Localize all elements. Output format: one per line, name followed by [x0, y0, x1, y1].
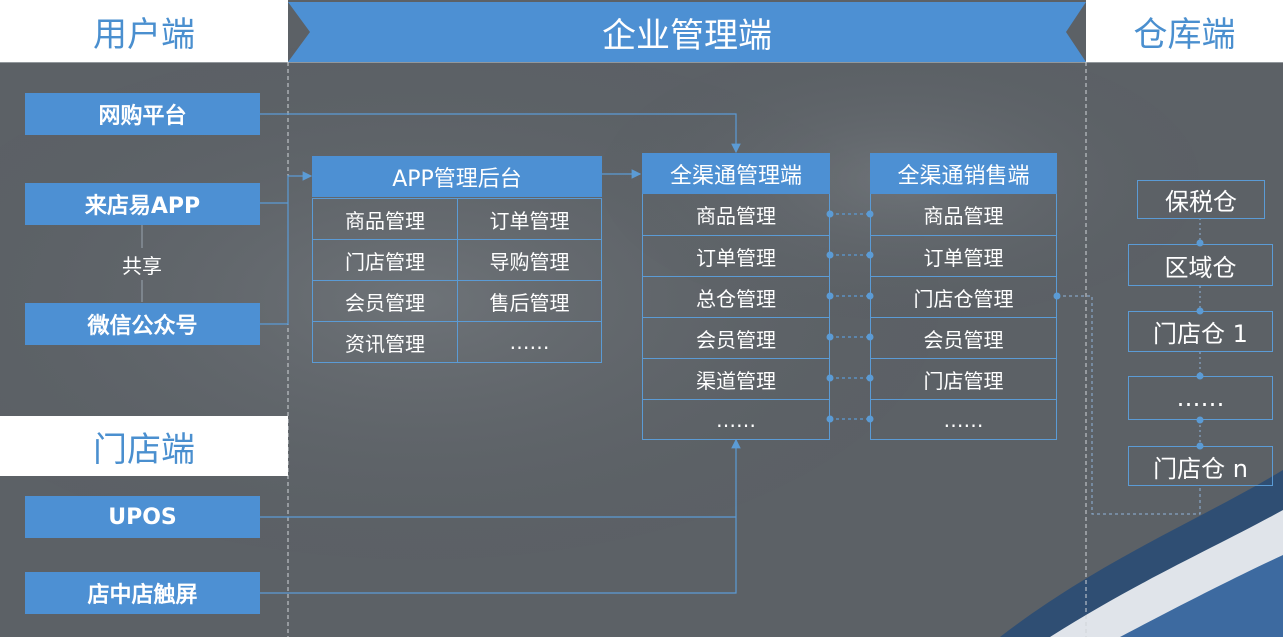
omni-sales-title: 全渠通销售端 [870, 153, 1057, 194]
cell-text: …… [509, 330, 550, 354]
share-label: 共享 [92, 248, 192, 280]
warehouse-label: 门店仓 1 [1153, 320, 1248, 348]
source-label: 店中店触屏 [87, 583, 198, 608]
source-wechat-official: 微信公众号 [25, 303, 260, 345]
warehouse-label: 保税仓 [1165, 188, 1237, 216]
app-cell: 资讯管理 [312, 321, 458, 363]
warehouse-title: 仓库端 [1133, 14, 1236, 55]
omni-mgmt-item: 商品管理 [642, 194, 830, 236]
cell-text: 门店管理 [923, 368, 1004, 393]
omni-mgmt-title: 全渠通管理端 [642, 153, 830, 194]
cell-text: 门店仓管理 [913, 286, 1014, 311]
app-cell: 会员管理 [312, 280, 458, 322]
omni-sales-item: 会员管理 [870, 317, 1057, 359]
user-side-header: 用户端 [0, 0, 288, 62]
app-cell: 门店管理 [312, 239, 458, 281]
cell-text: 商品管理 [696, 204, 776, 228]
source-online-platform: 网购平台 [25, 93, 260, 135]
omni-mgmt-item: 会员管理 [642, 317, 830, 359]
cell-text: 总仓管理 [696, 286, 776, 311]
source-store-touchscreen: 店中店触屏 [25, 572, 260, 614]
warehouse-label: 区域仓 [1164, 253, 1237, 282]
omni-mgmt-item: 渠道管理 [642, 358, 830, 400]
enterprise-banner [288, 2, 1086, 62]
cell-text: 资讯管理 [345, 331, 425, 356]
omni-sales-item: 订单管理 [870, 235, 1057, 277]
omni-sales-item: 门店管理 [870, 358, 1057, 400]
warehouse-store-1: 门店仓 1 [1128, 311, 1273, 352]
warehouse-regional: 区域仓 [1128, 244, 1273, 286]
source-label: 微信公众号 [87, 314, 198, 339]
source-label: 网购平台 [98, 104, 187, 129]
warehouse-bonded: 保税仓 [1137, 180, 1265, 219]
omni-sales-item: 门店仓管理 [870, 276, 1057, 318]
share-text: 共享 [122, 253, 162, 278]
omni-mgmt-item: 订单管理 [642, 235, 830, 277]
omni-sales-item: …… [870, 399, 1057, 440]
cell-text: 会员管理 [696, 327, 776, 352]
app-backend-title: APP管理后台 [312, 156, 602, 197]
omni-mgmt-item: …… [642, 399, 830, 440]
cell-text: 订单管理 [923, 245, 1004, 270]
enterprise-title: 企业管理端 [602, 15, 772, 56]
source-label: UPOS [108, 504, 177, 530]
cell-text: 门店管理 [345, 249, 425, 274]
omni-sales-item: 商品管理 [870, 194, 1057, 236]
cell-text: 订单管理 [696, 245, 776, 270]
warehouse-store-n: 门店仓 n [1128, 446, 1273, 486]
box-title-text: 全渠通销售端 [897, 163, 1030, 189]
cell-text: …… [943, 407, 984, 432]
cell-text: 导购管理 [489, 249, 570, 274]
enterprise-header: 企业管理端 [288, 2, 1086, 62]
cell-text: 售后管理 [489, 290, 570, 315]
store-side-header: 门店端 [0, 416, 288, 476]
cell-text: 商品管理 [345, 208, 425, 233]
app-cell: …… [457, 321, 602, 363]
cell-text: 渠道管理 [696, 368, 776, 393]
box-title-text: APP管理后台 [392, 166, 522, 192]
cell-text: …… [716, 407, 756, 432]
app-cell: 商品管理 [312, 198, 458, 240]
warehouse-header: 仓库端 [1086, 0, 1283, 62]
app-cell: 导购管理 [457, 239, 602, 281]
source-label: 来店易APP [84, 194, 201, 219]
omni-mgmt-item: 总仓管理 [642, 276, 830, 318]
user-side-title: 用户端 [93, 14, 195, 55]
box-title-text: 全渠通管理端 [669, 163, 802, 189]
warehouse-label: 门店仓 n [1153, 454, 1248, 483]
cell-text: 订单管理 [489, 208, 570, 233]
app-cell: 订单管理 [457, 198, 602, 240]
cell-text: 会员管理 [345, 290, 425, 315]
warehouse-label: …… [1176, 384, 1225, 412]
cell-text: 商品管理 [923, 204, 1004, 228]
source-upos: UPOS [25, 496, 260, 538]
warehouse-ellipsis: …… [1128, 376, 1273, 420]
store-side-title: 门店端 [93, 429, 195, 470]
source-laidianyi-app: 来店易APP [25, 183, 260, 225]
cell-text: 会员管理 [923, 327, 1004, 352]
app-cell: 售后管理 [457, 280, 602, 322]
